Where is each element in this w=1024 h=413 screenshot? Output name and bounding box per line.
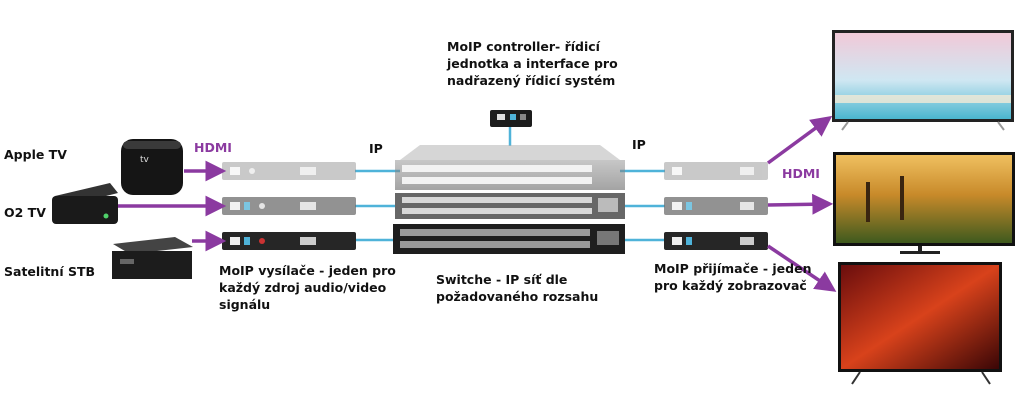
transmitter-2 xyxy=(222,197,356,215)
receivers xyxy=(664,162,768,250)
transmitter-3 xyxy=(222,232,356,250)
source-label-satellite-stb: Satelitní STB xyxy=(4,264,96,279)
receiver-2 xyxy=(664,197,768,215)
tv-bottom xyxy=(838,262,1002,385)
tv-top xyxy=(832,30,1014,131)
moip-controller-device xyxy=(490,110,532,127)
hdmi-arrows xyxy=(118,115,837,292)
apple-tv-device: tv xyxy=(121,139,183,195)
apple-tv-logo-text: tv xyxy=(140,155,150,165)
hdmi-label-right: HDMI xyxy=(782,166,820,181)
switch-bottom xyxy=(393,224,625,254)
switch-top xyxy=(395,145,625,190)
ip-label-left: IP xyxy=(369,141,383,156)
controller-label: MoIP controller- řídicí jednotka a inter… xyxy=(447,39,618,88)
satellite-stb-device xyxy=(112,237,193,279)
transmitter-1 xyxy=(222,162,356,180)
switch-stack xyxy=(393,145,625,254)
receiver-1 xyxy=(664,162,768,180)
ip-links xyxy=(355,125,665,242)
source-label-apple-tv: Apple TV xyxy=(4,147,67,162)
receiver-3 xyxy=(664,232,768,250)
switches-label: Switche - IP síť dle požadovaného rozsah… xyxy=(436,272,599,304)
hdmi-label-left: HDMI xyxy=(194,140,232,155)
receivers-label: MoIP přijímače - jeden pro každý zobrazo… xyxy=(654,261,812,293)
switch-middle xyxy=(395,193,625,219)
tv-middle xyxy=(833,152,1015,254)
o2-tv-device xyxy=(52,183,118,224)
source-label-o2-tv: O2 TV xyxy=(4,205,46,220)
transmitters-label: MoIP vysílače - jeden pro každý zdroj au… xyxy=(219,263,396,312)
transmitters xyxy=(222,162,356,250)
ip-label-right: IP xyxy=(632,137,646,152)
